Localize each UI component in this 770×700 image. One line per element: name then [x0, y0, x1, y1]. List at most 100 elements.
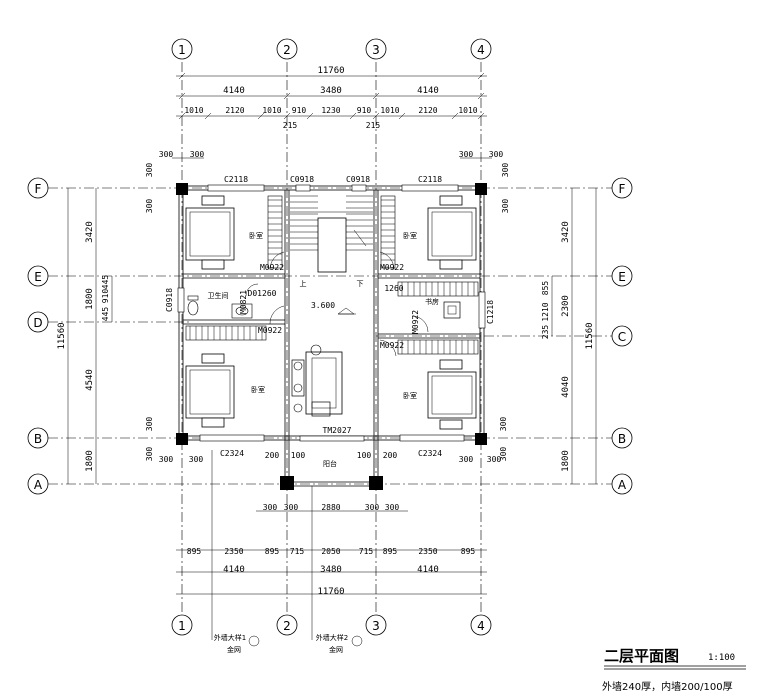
svg-text:D: D: [33, 316, 42, 330]
svg-text:300: 300: [145, 163, 154, 178]
svg-text:4540: 4540: [85, 369, 95, 391]
axis-bubble-left-A: A: [27, 473, 49, 495]
svg-text:3480: 3480: [320, 86, 342, 96]
doors: M0922 M0922 M0922 M0922 M0922 M0821 TM20…: [239, 251, 429, 442]
svg-text:F: F: [619, 182, 626, 196]
door-m0821: M0821: [239, 290, 248, 314]
wardrobes: [185, 195, 479, 355]
svg-text:2: 2: [283, 619, 291, 633]
axis-bubble-top-2: 2: [276, 38, 298, 60]
svg-text:1: 1: [178, 43, 186, 57]
svg-text:4140: 4140: [223, 565, 245, 575]
window-c2324-right: C2324: [418, 449, 442, 458]
door-m0922-a: M0922: [260, 263, 284, 272]
svg-text:1010: 1010: [262, 106, 281, 115]
room-bathroom: 卫生间: [208, 291, 229, 300]
axis-bubble-right-F: F: [611, 177, 633, 199]
stair-down-label: 下: [357, 280, 364, 288]
svg-text:300: 300: [159, 150, 174, 159]
svg-text:300: 300: [499, 417, 508, 432]
svg-text:11760: 11760: [317, 587, 344, 597]
bed-icon-4: [427, 359, 477, 430]
svg-text:2350: 2350: [418, 547, 437, 556]
axis-bubble-left-B: B: [27, 427, 49, 449]
right-dimensions: 11560 3420 2300 4040 1800 855 1210 235 3…: [499, 163, 597, 484]
toilet-icon: [187, 295, 199, 316]
dim-total-top: 11760: [317, 66, 344, 76]
left-dimensions: 11560 3420 1800 4540 1800 910 445 445 30…: [57, 163, 154, 484]
sofa-set-icon: [291, 344, 343, 417]
svg-text:300: 300: [501, 199, 510, 214]
svg-text:300: 300: [487, 455, 502, 464]
door-m0922-e: M0922: [411, 310, 420, 334]
axis-bubble-top-4: 4: [470, 38, 492, 60]
window-c1218: C1218: [486, 300, 495, 324]
room-bedroom-4: 卧室: [403, 391, 417, 400]
svg-text:300: 300: [459, 150, 474, 159]
svg-text:2050: 2050: [321, 547, 340, 556]
svg-text:E: E: [34, 270, 42, 284]
svg-text:3: 3: [372, 43, 380, 57]
svg-text:1: 1: [178, 619, 186, 633]
svg-text:1210: 1210: [541, 302, 550, 321]
floor-level: 3.600: [311, 301, 335, 310]
window-c0918-a: C0918: [290, 175, 314, 184]
svg-text:C: C: [618, 330, 626, 344]
svg-text:715: 715: [290, 547, 305, 556]
window-c2324-left: C2324: [220, 449, 244, 458]
svg-text:金网: 金网: [227, 645, 241, 654]
wall-note: 外墙240厚，内墙200/100厚: [602, 680, 733, 693]
svg-text:910: 910: [292, 106, 307, 115]
svg-text:外墙大样1: 外墙大样1: [214, 633, 246, 642]
axis-bubble-right-A: A: [611, 473, 633, 495]
room-study: 书房: [425, 297, 439, 306]
svg-text:B: B: [618, 432, 626, 446]
room-bedroom-3: 卧室: [251, 385, 265, 394]
drawing-scale: 1:100: [708, 653, 735, 663]
svg-text:300: 300: [159, 455, 174, 464]
svg-text:300: 300: [263, 503, 278, 512]
svg-text:外墙大样2: 外墙大样2: [316, 633, 348, 642]
svg-text:11560: 11560: [585, 322, 595, 349]
window-c2118-right: C2118: [418, 175, 442, 184]
desk-icon: [443, 301, 461, 319]
svg-text:B: B: [34, 432, 42, 446]
room-bedroom-2: 卧室: [403, 231, 417, 240]
axis-bubble-left-E: E: [27, 265, 49, 287]
stair-up-label: 上: [300, 279, 307, 288]
svg-text:895: 895: [461, 547, 476, 556]
svg-text:300: 300: [459, 455, 474, 464]
door-1260: 1260: [384, 284, 403, 293]
axis-bubble-bottom-3: 3: [365, 614, 387, 636]
svg-text:300: 300: [145, 417, 154, 432]
svg-text:215: 215: [366, 121, 381, 130]
svg-text:895: 895: [265, 547, 280, 556]
svg-text:3420: 3420: [85, 221, 95, 243]
svg-text:2300: 2300: [561, 295, 571, 317]
door-m0922-c: M0922: [258, 326, 282, 335]
top-dimensions: 11760 4140 3480 4140 1010 2120 1010 910 …: [159, 66, 504, 159]
svg-text:445: 445: [101, 307, 110, 322]
svg-text:2120: 2120: [225, 106, 244, 115]
axis-bubble-right-B: B: [611, 427, 633, 449]
windows: C2118 C0918 C0918 C2118 C0918 C1218 C232…: [165, 175, 495, 458]
svg-text:895: 895: [187, 547, 202, 556]
door-m0922-d: M0922: [380, 341, 404, 350]
svg-text:200: 200: [265, 451, 280, 460]
svg-text:1010: 1010: [184, 106, 203, 115]
svg-text:100: 100: [357, 451, 372, 460]
svg-text:300: 300: [499, 447, 508, 462]
door-m0922-b: M0922: [380, 263, 404, 272]
svg-text:215: 215: [283, 121, 298, 130]
svg-text:1800: 1800: [85, 288, 95, 310]
svg-text:1010: 1010: [380, 106, 399, 115]
svg-text:3480: 3480: [320, 565, 342, 575]
axis-bubble-bottom-4: 4: [470, 614, 492, 636]
axis-bubble-bottom-1: 1: [171, 614, 193, 636]
svg-text:300: 300: [501, 163, 510, 178]
svg-text:300: 300: [145, 199, 154, 214]
axis-bubble-right-C: C: [611, 325, 633, 347]
axis-bubble-left-F: F: [27, 177, 49, 199]
window-c0918-b: C0918: [346, 175, 370, 184]
